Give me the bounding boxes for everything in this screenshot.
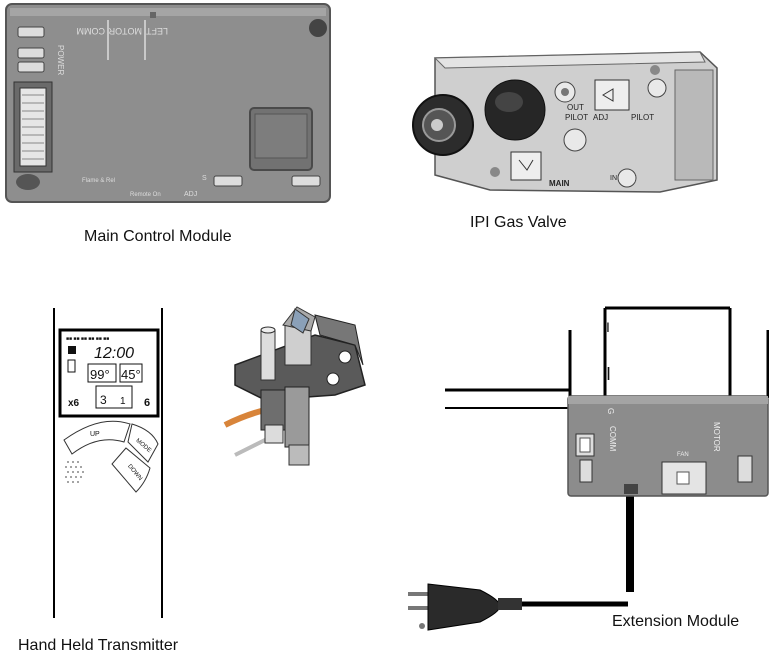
room-temp-readout: 45° bbox=[121, 367, 141, 382]
speaker-grille bbox=[65, 461, 84, 483]
hand-held-transmitter-illustration: ■■ ■■ ■■ ■■ ■■ ■■ 12:00 99° 45° 3 1 x6 6… bbox=[53, 308, 163, 618]
ipi-gas-valve-illustration: OUT PILOT ADJ PILOT MAIN IN bbox=[412, 51, 718, 193]
mount-hole bbox=[16, 174, 40, 190]
mark-2: I bbox=[606, 364, 611, 384]
comm-label: COMM bbox=[608, 426, 617, 452]
power-plug bbox=[408, 583, 522, 631]
s-label: S bbox=[202, 175, 207, 182]
connector-port bbox=[17, 47, 45, 59]
comm-label: COMM bbox=[77, 26, 106, 36]
main-adjust-box bbox=[510, 151, 542, 181]
pilot-adjust-box bbox=[594, 79, 630, 111]
motor-label: MOTOR bbox=[712, 422, 721, 452]
mark-1: I bbox=[606, 319, 610, 335]
pilot-electrode bbox=[260, 329, 276, 381]
remote-on-label: Remote On bbox=[130, 192, 161, 198]
main-control-module-illustration: POWER COMM MOTOR LEFT Flame & Rel Remote… bbox=[5, 3, 331, 203]
extension-module-illustration: I I G COMM MOTOR FAN bbox=[408, 306, 769, 631]
connector-port bbox=[213, 175, 243, 187]
x6-readout: x6 bbox=[68, 398, 80, 409]
svg-text:■■ ■■ ■■ ■■ ■■ ■■: ■■ ■■ ■■ ■■ ■■ ■■ bbox=[66, 336, 109, 342]
in-label: IN bbox=[610, 175, 617, 182]
set-temp-readout: 99° bbox=[90, 367, 110, 382]
connector-port bbox=[291, 175, 321, 187]
main-control-module-caption: Main Control Module bbox=[84, 228, 232, 245]
pilot-assembly-illustration bbox=[223, 306, 366, 466]
flame-rel-label: Flame & Rel bbox=[82, 178, 115, 184]
g-label: G bbox=[606, 408, 615, 414]
adj-label: ADJ bbox=[593, 113, 608, 122]
connector-port bbox=[17, 26, 45, 38]
extension-module-caption: Extension Module bbox=[612, 613, 740, 630]
time-readout: 12:00 bbox=[94, 345, 134, 362]
connector-port bbox=[579, 459, 593, 483]
wiring bbox=[445, 306, 769, 607]
up-button[interactable] bbox=[63, 420, 131, 455]
fan-label: FAN bbox=[677, 452, 689, 458]
mount-hole bbox=[309, 19, 327, 37]
hand-held-transmitter-caption: Hand Held Transmitter bbox=[18, 637, 179, 654]
fan-level-readout: 1 bbox=[120, 396, 126, 407]
mode-button[interactable] bbox=[127, 423, 159, 463]
pilot-hood bbox=[284, 324, 312, 366]
up-label: UP bbox=[90, 431, 100, 438]
power-label: POWER bbox=[56, 45, 65, 75]
s6-readout: 6 bbox=[144, 397, 150, 409]
main-label: MAIN bbox=[549, 179, 570, 188]
down-button[interactable] bbox=[111, 447, 151, 493]
connector-port bbox=[17, 61, 45, 73]
connector-port bbox=[737, 455, 753, 483]
motor-label: MOTOR bbox=[108, 26, 142, 36]
flame-level-readout: 3 bbox=[100, 393, 107, 407]
out-label: OUT bbox=[567, 103, 584, 112]
pilot-right-label: PILOT bbox=[631, 113, 654, 122]
adj-label: ADJ bbox=[184, 191, 197, 198]
ipi-gas-valve-caption: IPI Gas Valve bbox=[470, 214, 567, 231]
pilot-left-label: PILOT bbox=[565, 113, 588, 122]
left-label: LEFT bbox=[145, 26, 168, 36]
